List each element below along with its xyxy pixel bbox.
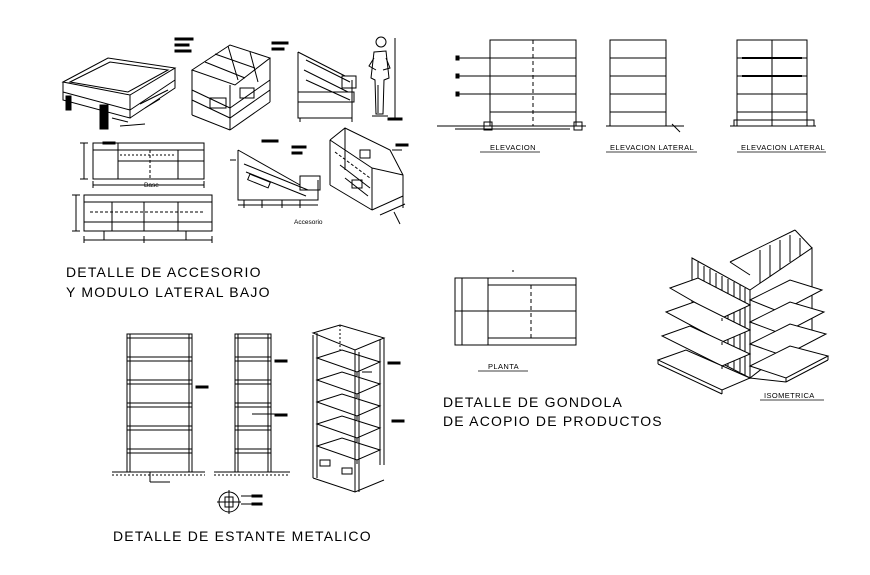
title-accesorio-line1: DETALLE DE ACCESORIO bbox=[66, 264, 262, 280]
gondola-isometric bbox=[658, 230, 828, 400]
label-elevacion-lateral-2: ELEVACION LATERAL bbox=[741, 143, 826, 152]
gondola-front-elevation bbox=[437, 40, 586, 130]
accessory-side-elevation bbox=[230, 140, 320, 208]
shelf-detail-circle bbox=[217, 490, 262, 514]
label-accesorio: Accesorio bbox=[294, 219, 323, 226]
title-gondola-line2: DE ACOPIO DE PRODUCTOS bbox=[443, 413, 663, 429]
gondola-side-elevation-2 bbox=[730, 40, 816, 126]
gondola-side-elevation-1 bbox=[606, 40, 684, 132]
title-estante-metalico: DETALLE DE ESTANTE METALICO bbox=[113, 528, 372, 544]
metal-shelf-isometric bbox=[313, 325, 404, 492]
accessory-isometric-right bbox=[330, 128, 408, 224]
human-figure bbox=[369, 37, 402, 120]
label-planta: PLANTA bbox=[488, 362, 520, 371]
label-isometrica: ISOMETRICA bbox=[764, 391, 815, 400]
metal-shelf-front-elevation bbox=[112, 334, 208, 482]
label-elevacion-lateral-1: ELEVACION LATERAL bbox=[610, 143, 695, 152]
base-elevation-1 bbox=[80, 142, 204, 188]
metal-shelf-side-elevation bbox=[214, 334, 290, 475]
base-elevation-2 bbox=[72, 195, 212, 243]
title-gondola-line1: DETALLE DE GONDOLA bbox=[443, 394, 624, 410]
label-base: Base bbox=[144, 182, 159, 189]
table-module-isometric bbox=[63, 58, 175, 129]
title-accesorio-line2: Y MODULO LATERAL BAJO bbox=[66, 284, 271, 300]
bin-accessory-isometric bbox=[175, 38, 288, 130]
label-elevacion: ELEVACION bbox=[490, 143, 536, 152]
inclined-module-isometric bbox=[298, 52, 356, 122]
gondola-plan-view bbox=[455, 270, 576, 371]
